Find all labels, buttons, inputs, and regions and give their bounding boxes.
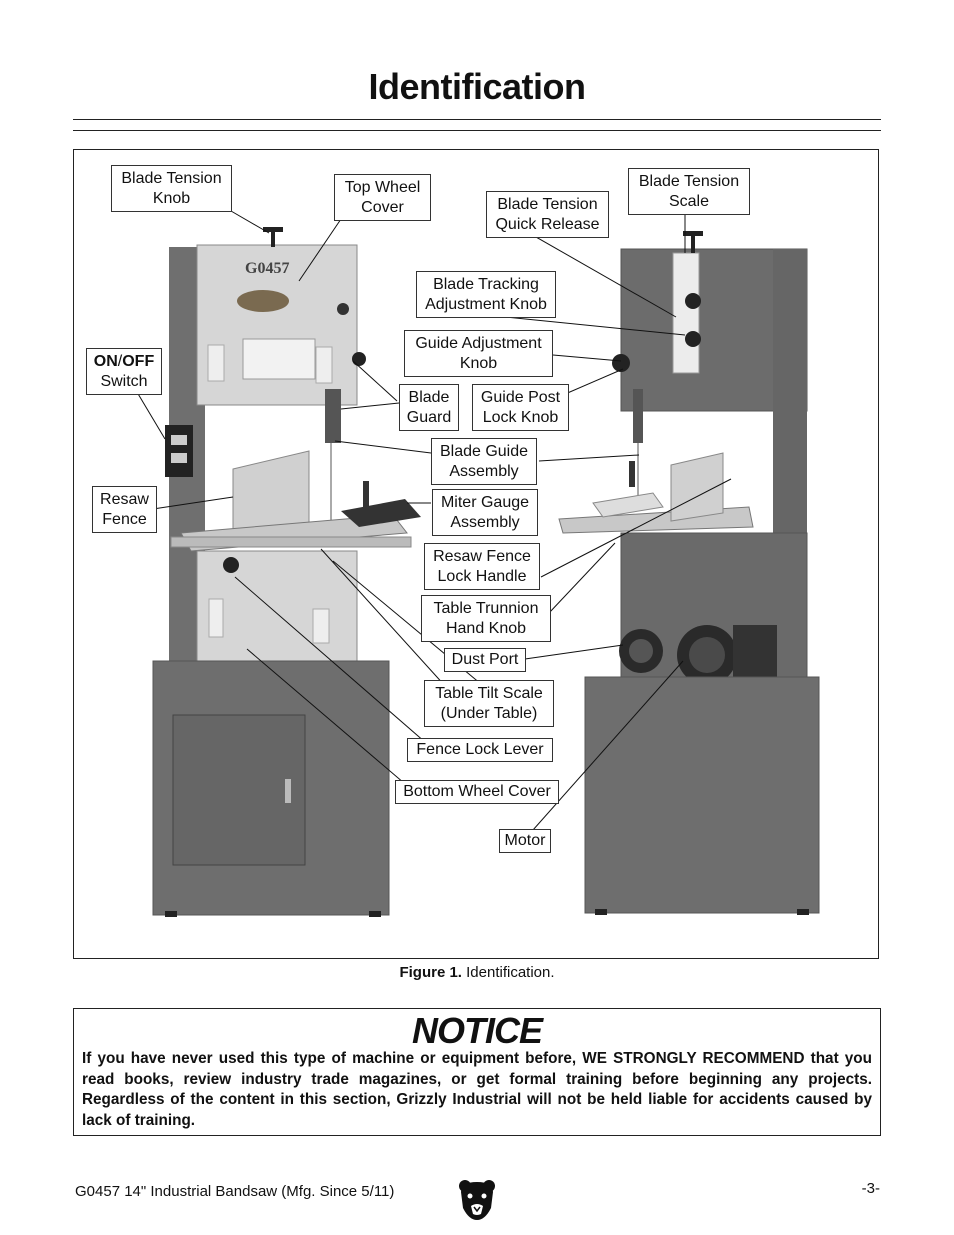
callout-line: Lock Handle <box>437 567 527 585</box>
right-bandsaw-illustration <box>558 231 820 915</box>
callout-line: Guard <box>406 408 452 426</box>
callout-resaw-fence-lock-handle: Resaw Fence Lock Handle <box>424 543 540 590</box>
callout-line: Blade Tracking <box>433 275 539 293</box>
callout-miter-gauge-assembly: Miter Gauge Assembly <box>432 489 538 536</box>
callout-line: Blade Tension <box>638 172 740 190</box>
figure-caption: Figure 1. Identification. <box>0 964 954 981</box>
figure-frame <box>73 149 879 959</box>
callout-blade-tension-knob: Blade Tension Knob <box>111 165 232 212</box>
bandsaw-diagram: G0457 <box>127 208 820 917</box>
callout-line: Blade Guide <box>439 442 529 460</box>
callout-table-tilt-scale: Table Tilt Scale (Under Table) <box>424 680 554 727</box>
callout-line: Top Wheel <box>344 178 421 196</box>
callout-blade-tension-quick-release: Blade Tension Quick Release <box>486 191 609 238</box>
callout-line: Blade Tension <box>121 169 222 187</box>
page-number: -3- <box>861 1180 880 1197</box>
page-title: Identification <box>368 66 587 107</box>
callout-line: Fence Lock Lever <box>416 741 544 758</box>
callout-line: Hand Knob <box>445 619 527 637</box>
callout-dust-port: Dust Port <box>444 648 526 672</box>
callout-line: Miter Gauge <box>440 493 530 511</box>
callout-line: Switch <box>100 372 148 390</box>
model-label: G0457 <box>245 260 289 277</box>
callout-line: Bottom Wheel Cover <box>403 783 551 800</box>
title-rule-top <box>73 119 881 120</box>
callout-motor: Motor <box>499 829 551 853</box>
callout-line: Lock Knob <box>482 408 559 426</box>
callout-line: Resaw Fence <box>433 547 531 565</box>
callout-top-wheel-cover: Top Wheel Cover <box>334 174 431 221</box>
figure-caption-text: Identification. <box>466 964 555 981</box>
slash-label: / <box>117 352 123 370</box>
callout-line: Blade <box>408 388 450 406</box>
callout-line: Knob <box>459 354 498 372</box>
callout-fence-lock-lever: Fence Lock Lever <box>407 738 553 762</box>
callout-line: (Under Table) <box>440 704 538 722</box>
callout-line: Guide Adjustment <box>415 334 542 352</box>
callout-blade-guard: Blade Guard <box>399 384 459 431</box>
callout-bottom-wheel-cover: Bottom Wheel Cover <box>395 780 559 804</box>
callout-line: Assembly <box>449 462 519 480</box>
callout-line: Blade Tension <box>497 195 598 213</box>
figure-label: Figure 1. <box>399 964 462 981</box>
callout-line: Scale <box>668 192 710 210</box>
notice-box <box>73 1008 881 1136</box>
callout-blade-guide-assembly: Blade Guide Assembly <box>431 438 537 485</box>
callout-guide-adjustment-knob: Guide Adjustment Knob <box>404 330 553 377</box>
callout-resaw-fence: Resaw Fence <box>92 486 157 533</box>
callout-line: Knob <box>152 189 191 207</box>
callout-on-off-switch: ON/OFF Switch <box>86 348 162 395</box>
callout-line: Dust Port <box>451 651 519 668</box>
off-label: OFF <box>122 352 155 370</box>
grizzly-bear-logo-icon <box>459 1180 495 1220</box>
callout-line: Adjustment Knob <box>425 295 547 313</box>
callout-line: Quick Release <box>495 215 600 233</box>
left-bandsaw-illustration: G0457 <box>152 227 421 917</box>
notice-text: If you have never used this type of mach… <box>82 1050 872 1129</box>
callout-table-trunnion-hand-knob: Table Trunnion Hand Knob <box>421 595 551 642</box>
callout-line: ON/OFF <box>91 352 157 372</box>
callout-line: Assembly <box>450 513 520 531</box>
callout-line: Guide Post <box>480 388 561 406</box>
title-rule-bottom <box>73 130 881 131</box>
callout-line: Table Trunnion <box>433 599 539 617</box>
callout-blade-tension-scale: Blade Tension Scale <box>628 168 750 215</box>
on-label: ON <box>93 352 118 370</box>
callout-guide-post-lock-knob: Guide Post Lock Knob <box>472 384 569 431</box>
callout-line: Resaw <box>100 490 149 508</box>
notice-title: NOTICE <box>411 1010 543 1051</box>
callout-blade-tracking-adjustment-knob: Blade Tracking Adjustment Knob <box>416 271 556 318</box>
callout-line: Cover <box>361 198 404 216</box>
callout-line: Fence <box>102 510 147 528</box>
callout-line: Motor <box>504 832 546 849</box>
footer-model-text: G0457 14" Industrial Bandsaw (Mfg. Since… <box>75 1183 395 1200</box>
callout-line: Table Tilt Scale <box>435 684 543 702</box>
